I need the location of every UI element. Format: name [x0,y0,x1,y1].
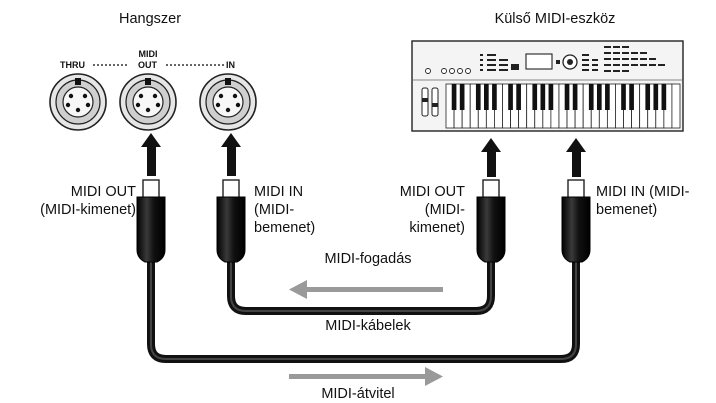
black-key [508,84,513,110]
black-key [588,84,594,110]
midi-receive-label: MIDI-fogadás [324,251,412,267]
thru-port-icon [49,73,107,131]
instrument-title: Hangszer [118,11,182,27]
instrument-midi-in-label: MIDI IN [254,184,304,200]
keyboard-keys [445,83,681,129]
arrow-up-icon [481,138,501,177]
cable-highlight [150,258,577,360]
black-key [621,84,626,110]
external-midi-out-desc-1: (MIDI- [424,202,465,218]
in-port-icon [199,73,257,131]
arrow-up-icon [141,133,161,176]
black-key [484,84,489,110]
plug-icon [136,179,166,263]
black-key [475,84,481,110]
black-key [516,84,521,110]
black-key [629,84,634,110]
black-key [661,84,667,110]
plug-icon [216,179,246,263]
external-midi-in-desc: bemenet) [596,202,658,218]
external-midi-out-label: MIDI OUT [399,184,465,200]
black-key [540,84,546,110]
midi-port-header: MIDI [138,49,158,59]
port-label-thru: THRU [60,60,85,70]
arrow-up-icon [221,133,241,176]
port-label-out: OUT [138,60,157,70]
cable-highlight [230,258,492,312]
midi-cables-label: MIDI-kábelek [325,318,411,334]
keyboard-icon [411,40,684,132]
black-key [492,84,497,110]
instrument-midi-out-label: MIDI OUT [70,184,136,200]
black-key [459,84,465,110]
black-key [596,84,602,110]
external-midi-out-desc-2: kimenet) [409,220,465,236]
instrument-midi-in-desc-1: (MIDI- [254,202,295,218]
black-key [572,84,578,110]
black-key [532,84,538,110]
midi-transmit-label: MIDI-átvitel [321,386,395,402]
black-key [645,84,651,110]
port-label-in: IN [226,60,235,70]
external-device-title: Külső MIDI-eszköz [494,11,616,27]
instrument-midi-in-desc-2: bemenet) [254,220,316,236]
black-key [451,84,457,110]
black-key [605,84,610,110]
black-key [548,84,554,110]
black-key [564,84,570,110]
out-port-icon [119,73,177,131]
midi-cables [147,258,580,363]
arrow-up-icon [566,138,586,177]
plug-icon [476,179,506,263]
midi-receive-arrow-icon [289,280,443,299]
external-midi-in-label: MIDI IN (MIDI- [596,184,690,200]
instrument-ports [49,64,257,131]
midi-plugs [136,179,591,263]
instrument-midi-out-desc: (MIDI-kimenet) [40,202,136,218]
insert-arrows [141,133,586,177]
white-key [671,83,681,129]
plug-icon [561,179,591,263]
midi-transmit-arrow-icon [289,367,443,386]
black-key [653,84,659,110]
